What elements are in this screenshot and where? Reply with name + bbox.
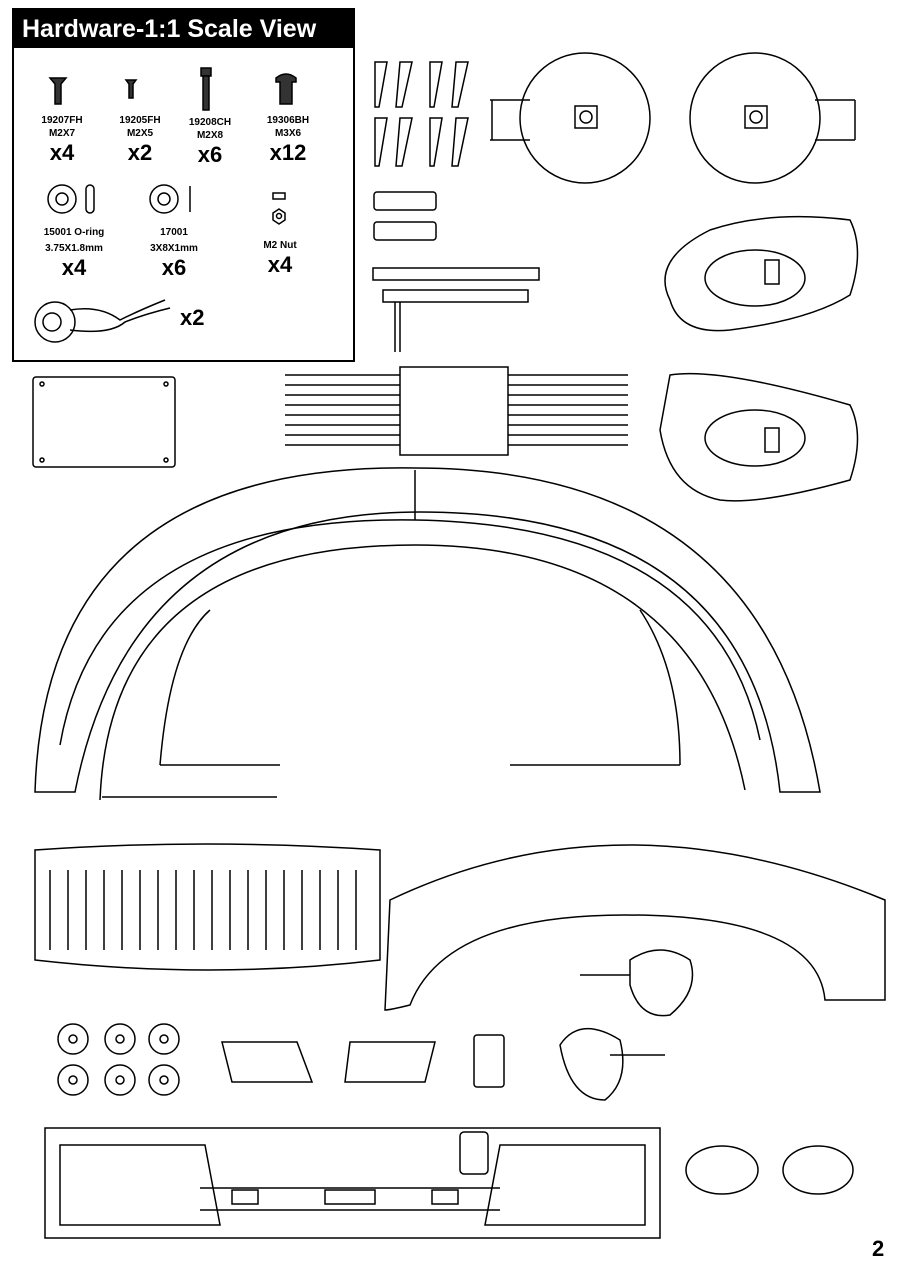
wiring-harness (285, 366, 628, 456)
license-plate (32, 376, 176, 468)
light-plate-left (490, 52, 651, 184)
mirror-housing-lower (659, 372, 859, 502)
screw-icons (48, 67, 297, 111)
body-clip-qty: x2 (180, 305, 205, 330)
light-tubes (373, 191, 437, 241)
light-buckets (57, 1023, 180, 1096)
washer-icons (47, 184, 286, 225)
rear-bumper (44, 1127, 661, 1239)
bumper-panel (384, 844, 886, 1011)
fog-light-lenses (221, 1034, 505, 1088)
front-grille (34, 843, 381, 971)
lens-covers (685, 1145, 854, 1195)
led-strip (372, 267, 540, 352)
light-plate-right (689, 52, 856, 184)
mirror-left (580, 949, 694, 1017)
page-number: 2 (872, 1236, 885, 1261)
tab-shims (374, 61, 469, 167)
mirror-right (559, 1027, 665, 1101)
mirror-housing-upper (664, 215, 859, 332)
fender-flare (34, 467, 821, 801)
hardware-title: Hardware-1:1 Scale View (14, 10, 353, 48)
body-clip-icon (34, 299, 171, 343)
